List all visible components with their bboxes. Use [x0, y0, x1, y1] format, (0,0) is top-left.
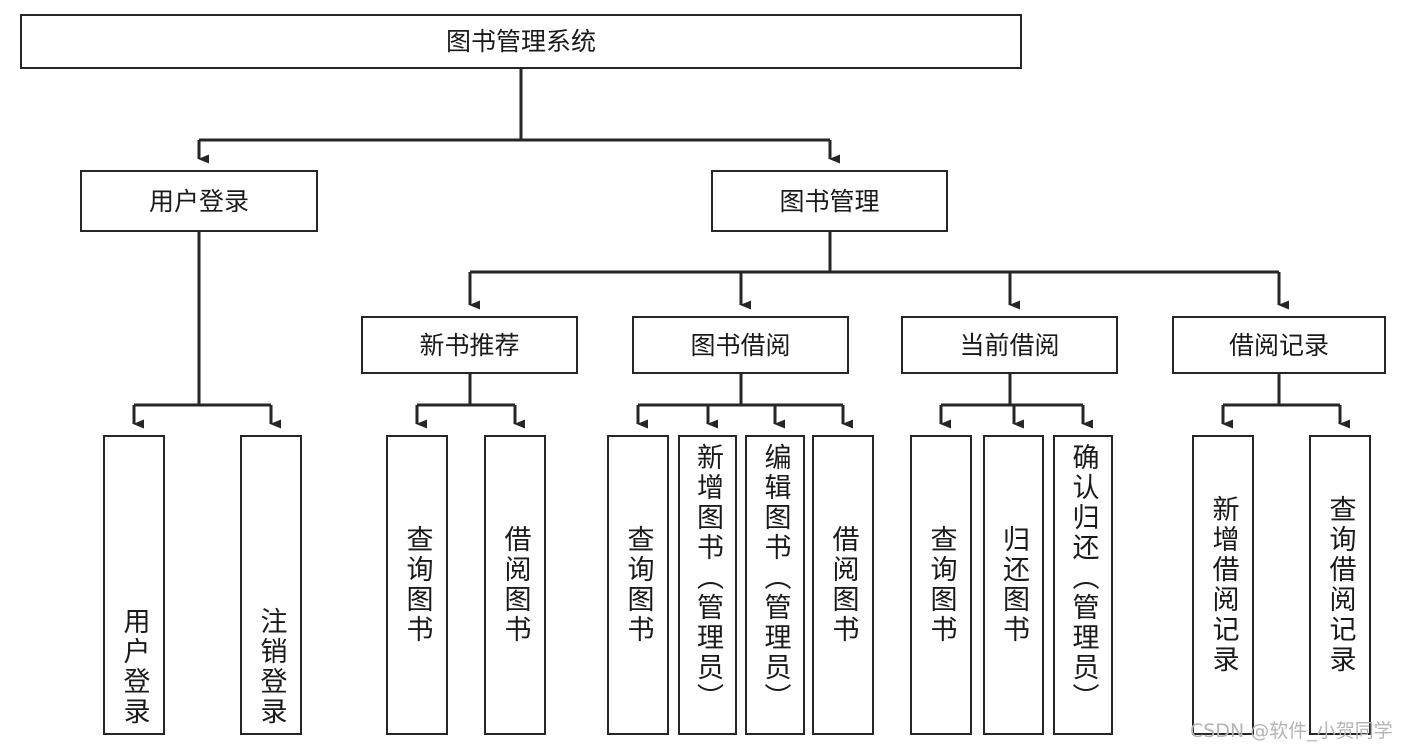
- node-leaf-query-book-current[interactable]: 查询图书: [910, 435, 972, 735]
- node-leaf-add-book-admin[interactable]: 新增图书（管理员）: [678, 435, 737, 735]
- node-leaf-borrow-book[interactable]: 借阅图书: [812, 435, 874, 735]
- node-label-book-manage: 图书管理: [779, 186, 880, 216]
- node-label-root: 图书管理系统: [445, 27, 596, 56]
- node-label-borrow-record: 借阅记录: [1228, 330, 1329, 360]
- node-book-borrow[interactable]: 图书借阅: [632, 316, 849, 374]
- node-leaf-add-borrow-record[interactable]: 新增借阅记录: [1192, 435, 1254, 735]
- node-label-leaf-borrow-book-rec: 借阅图书: [499, 525, 531, 645]
- node-label-leaf-return-book: 归还图书: [998, 525, 1029, 645]
- node-leaf-edit-book-admin[interactable]: 编辑图书（管理员）: [745, 435, 805, 735]
- node-label-leaf-query-book-current: 查询图书: [925, 525, 957, 645]
- node-label-leaf-query-book-rec: 查询图书: [401, 525, 433, 645]
- node-label-new-book-rec: 新书推荐: [419, 330, 520, 360]
- node-leaf-confirm-return-admin[interactable]: 确认归还（管理员）: [1053, 435, 1113, 735]
- node-label-book-borrow: 图书借阅: [690, 330, 791, 360]
- node-book-manage[interactable]: 图书管理: [711, 170, 948, 232]
- node-leaf-user-login[interactable]: 用户登录: [103, 435, 165, 735]
- node-user-login[interactable]: 用户登录: [80, 170, 318, 232]
- node-label-leaf-add-book-admin: 新增图书（管理员）: [692, 443, 723, 713]
- node-label-leaf-query-borrow-record: 查询借阅记录: [1324, 495, 1356, 675]
- node-leaf-borrow-book-rec[interactable]: 借阅图书: [484, 435, 546, 735]
- node-label-leaf-borrow-book: 借阅图书: [827, 525, 859, 645]
- csdn-watermark: CSDN @软件_小贺同学: [1190, 720, 1393, 742]
- node-label-leaf-edit-book-admin: 编辑图书（管理员）: [759, 443, 791, 713]
- node-leaf-query-book-borrow[interactable]: 查询图书: [607, 435, 669, 735]
- node-leaf-query-borrow-record[interactable]: 查询借阅记录: [1309, 435, 1371, 735]
- node-label-leaf-user-login: 用户登录: [118, 607, 150, 727]
- node-leaf-logout[interactable]: 注销登录: [240, 435, 302, 735]
- node-borrow-record[interactable]: 借阅记录: [1172, 316, 1386, 374]
- node-label-leaf-query-book-borrow: 查询图书: [622, 525, 654, 645]
- node-leaf-query-book-rec[interactable]: 查询图书: [386, 435, 448, 735]
- node-current-borrow[interactable]: 当前借阅: [901, 316, 1118, 374]
- node-label-current-borrow: 当前借阅: [959, 330, 1060, 360]
- node-label-leaf-confirm-return-admin: 确认归还（管理员）: [1067, 443, 1099, 713]
- node-root[interactable]: 图书管理系统: [20, 14, 1022, 69]
- node-leaf-return-book[interactable]: 归还图书: [983, 435, 1044, 735]
- node-label-user-login: 用户登录: [148, 186, 249, 216]
- node-label-leaf-add-borrow-record: 新增借阅记录: [1207, 495, 1239, 675]
- node-label-leaf-logout: 注销登录: [255, 607, 287, 727]
- node-new-book-rec[interactable]: 新书推荐: [361, 316, 578, 374]
